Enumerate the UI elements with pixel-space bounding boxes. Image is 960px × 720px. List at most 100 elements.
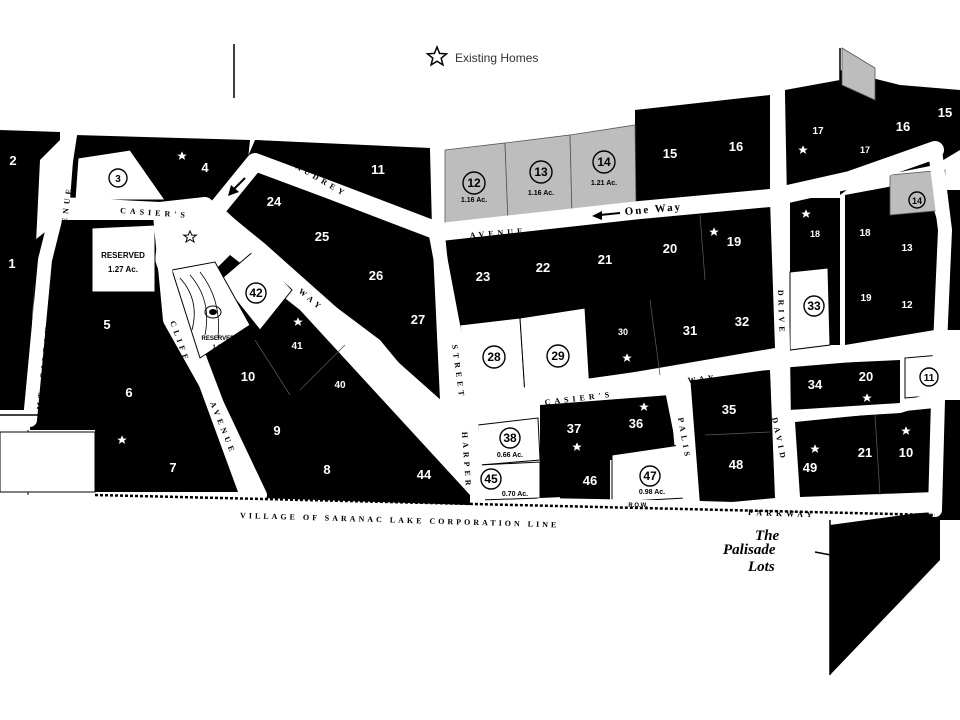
- lot-label-20: 20: [663, 241, 677, 256]
- star-icon: [425, 45, 449, 67]
- street-label-palisade-drive: Palisade Drive: [926, 245, 932, 282]
- lower-loop-road: [785, 390, 945, 420]
- lots-5-7-block: [30, 220, 238, 492]
- lot-label-5: 5: [103, 317, 110, 332]
- lot-label-47: 47: [643, 469, 657, 483]
- acres-lot-47: 0.98 Ac.: [639, 489, 665, 496]
- lot-label-38: 38: [503, 431, 517, 445]
- lot-label-48: 48: [729, 457, 743, 472]
- right-edge-strip: [940, 400, 960, 520]
- legend-label: Existing Homes: [455, 51, 538, 65]
- right-lot-label-16: 16: [896, 119, 910, 134]
- lot-numbers-dark: 2 1 4 5 6 7 8 9 10 11 15 16 19 20 21 22 …: [8, 105, 952, 488]
- street-label-drive: DRIVE: [776, 290, 787, 336]
- lot-label-36: 36: [629, 416, 643, 431]
- reserved-area: [91, 224, 156, 293]
- star-icon: [898, 423, 914, 438]
- star-icon: [619, 350, 635, 365]
- harper-street-road: [428, 223, 485, 507]
- bottom-right-wedge: [830, 510, 940, 675]
- lot-label-24: 24: [267, 194, 282, 209]
- lot-label-39: 39: [391, 396, 405, 411]
- cliff-avenue-road: [153, 208, 267, 502]
- lot-label-25: 25: [315, 229, 329, 244]
- right-lot-label-19: 19: [860, 293, 872, 304]
- right-lot-label-11: 11: [924, 373, 935, 384]
- star-icon: [859, 390, 875, 405]
- lot-label-3: 3: [115, 174, 121, 185]
- lot-numbers-light: [108, 150, 939, 490]
- lot-label-16: 16: [729, 139, 743, 154]
- lot-label-2: 2: [9, 153, 16, 168]
- acreage-labels: 1.16 Ac. 1.16 Ac. 1.21 Ac. 0.66 Ac. 0.70…: [461, 180, 665, 509]
- lot-label-21: 21: [598, 252, 612, 267]
- david-drive-road: [771, 88, 792, 507]
- star-icon: [290, 314, 306, 329]
- lot-label-37: 37: [567, 421, 581, 436]
- star-icon: [706, 224, 722, 239]
- lot-42-area: [219, 249, 293, 331]
- lot-label-9: 9: [273, 423, 280, 438]
- star-icon: [569, 439, 585, 454]
- lot-14-area: [569, 124, 637, 216]
- right-lot-label-15: 15: [938, 105, 952, 120]
- casiers-way-west-road: [52, 197, 448, 418]
- acres-lot-12: 1.16 Ac.: [461, 197, 487, 204]
- lot-label-29: 29: [551, 349, 565, 363]
- title-line-3: Lots: [747, 559, 775, 575]
- lot-label-30: 30: [618, 327, 628, 337]
- star-icon: [174, 148, 190, 163]
- street-label-way-2: WAY: [687, 373, 718, 385]
- lot-label-6: 6: [125, 385, 132, 400]
- lot-label-11: 11: [371, 162, 385, 177]
- right-lot-label-17b: 17: [860, 145, 870, 155]
- lot-33-area: [789, 267, 831, 351]
- right-lot-label-12: 12: [901, 300, 913, 311]
- lot-label-7: 7: [169, 460, 176, 475]
- lot-label-34: 34: [808, 377, 823, 392]
- left-edge-block: [0, 130, 60, 410]
- star-icon: [182, 229, 198, 244]
- row-label: R.O.W.: [628, 503, 648, 509]
- lot-label-19: 19: [727, 234, 741, 249]
- reserved-label-2: RESERVED: [202, 336, 236, 342]
- lot-label-40: 40: [334, 380, 346, 391]
- mt-pisgah-park-avenue-road: [23, 128, 77, 427]
- lot-label-49: 49: [803, 460, 817, 475]
- roads: [23, 88, 952, 519]
- right-lot-label-10: 10: [899, 445, 913, 460]
- lot-label-8: 8: [323, 462, 330, 477]
- lot-label-14: 14: [597, 155, 611, 169]
- lots-11-block: [255, 140, 430, 200]
- street-label-parkway: PARKWAY: [748, 508, 816, 519]
- top-right-grey-area: [841, 47, 876, 101]
- lot-label-33: 33: [807, 299, 821, 313]
- right-lot-label-21: 21: [858, 445, 872, 460]
- title-line-1: The: [755, 528, 780, 544]
- acres-lot-45: 0.70 Ac.: [502, 491, 528, 498]
- street-label-harper: HARPER: [460, 432, 473, 490]
- direction-arrow-icon: [228, 177, 246, 196]
- star-icon: [798, 206, 814, 221]
- star-icon: [114, 432, 130, 447]
- lots-35-48-block: [690, 370, 775, 505]
- lot-label-31: 31: [683, 323, 697, 338]
- lot-label-41: 41: [291, 341, 303, 352]
- lot-label-12: 12: [467, 176, 481, 190]
- lot-label-27: 27: [411, 312, 425, 327]
- right-lot-label-20: 20: [859, 369, 873, 384]
- lot-label-13: 13: [534, 165, 548, 179]
- lots-34-20-block: [790, 360, 900, 410]
- reserved-hill-area: [171, 261, 251, 359]
- star-icon: [636, 399, 652, 414]
- lot-label-43: 43: [202, 248, 214, 259]
- reserved-acres-2: 1.0 Ac.: [212, 345, 231, 351]
- acres-lot-38: 0.66 Ac.: [497, 452, 523, 459]
- lots-15-16-block: [635, 95, 770, 205]
- existing-home-stars: [114, 142, 914, 456]
- lot-3-area: [74, 149, 166, 201]
- lot-label-26: 26: [369, 268, 383, 283]
- star-icon: [807, 441, 823, 456]
- lots-49-21-block: [795, 408, 935, 497]
